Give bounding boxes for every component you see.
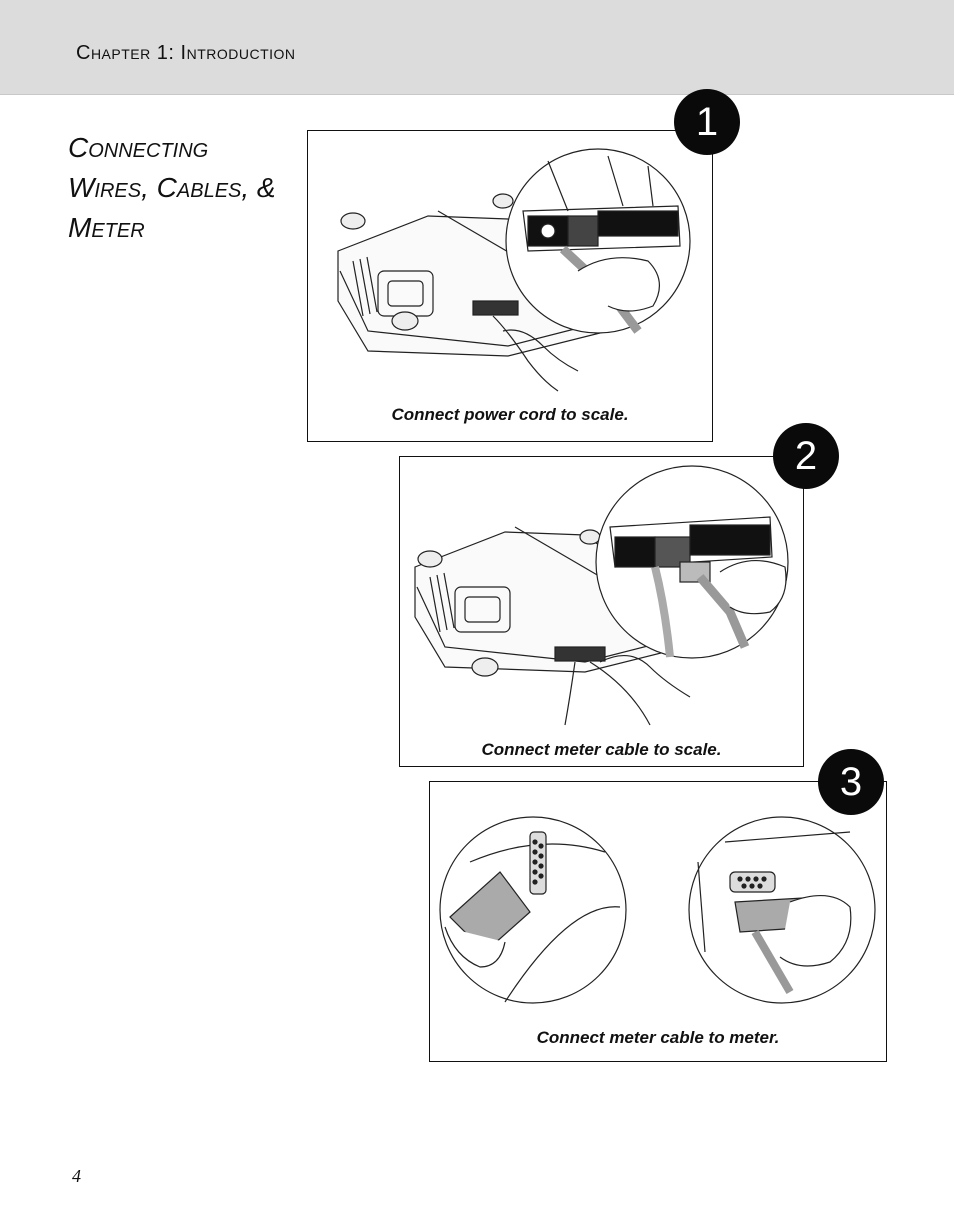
page-number: 4 — [72, 1166, 81, 1186]
meter-cable-scale-illustration — [414, 465, 789, 726]
page-header: Chapter 1: Introduction — [0, 0, 954, 95]
chapter-heading: Chapter 1: Introduction — [76, 42, 296, 64]
step-3-caption: Connect meter cable to meter. — [536, 1028, 780, 1047]
section-title: Connecting Wires, Cables, & Meter — [68, 128, 298, 248]
step-3-badge: 3 — [818, 749, 884, 815]
step-3-panel: Connect meter cable to meter. — [429, 781, 887, 1062]
step-1-panel: Connect power cord to scale. — [307, 130, 713, 442]
section-title-line-2: Wires, Cables, & — [68, 172, 276, 203]
power-cord-illustration — [337, 148, 691, 392]
step-1-badge: 1 — [674, 89, 740, 155]
meter-cable-meter-illustration — [439, 816, 876, 1004]
step-1-caption: Connect power cord to scale. — [391, 405, 629, 424]
step-2-caption: Connect meter cable to scale. — [481, 740, 722, 759]
section-title-line-3: Meter — [68, 212, 145, 243]
section-title-line-1: Connecting — [68, 132, 209, 163]
step-2-badge: 2 — [773, 423, 839, 489]
step-2-panel: Connect meter cable to scale. — [399, 456, 804, 767]
